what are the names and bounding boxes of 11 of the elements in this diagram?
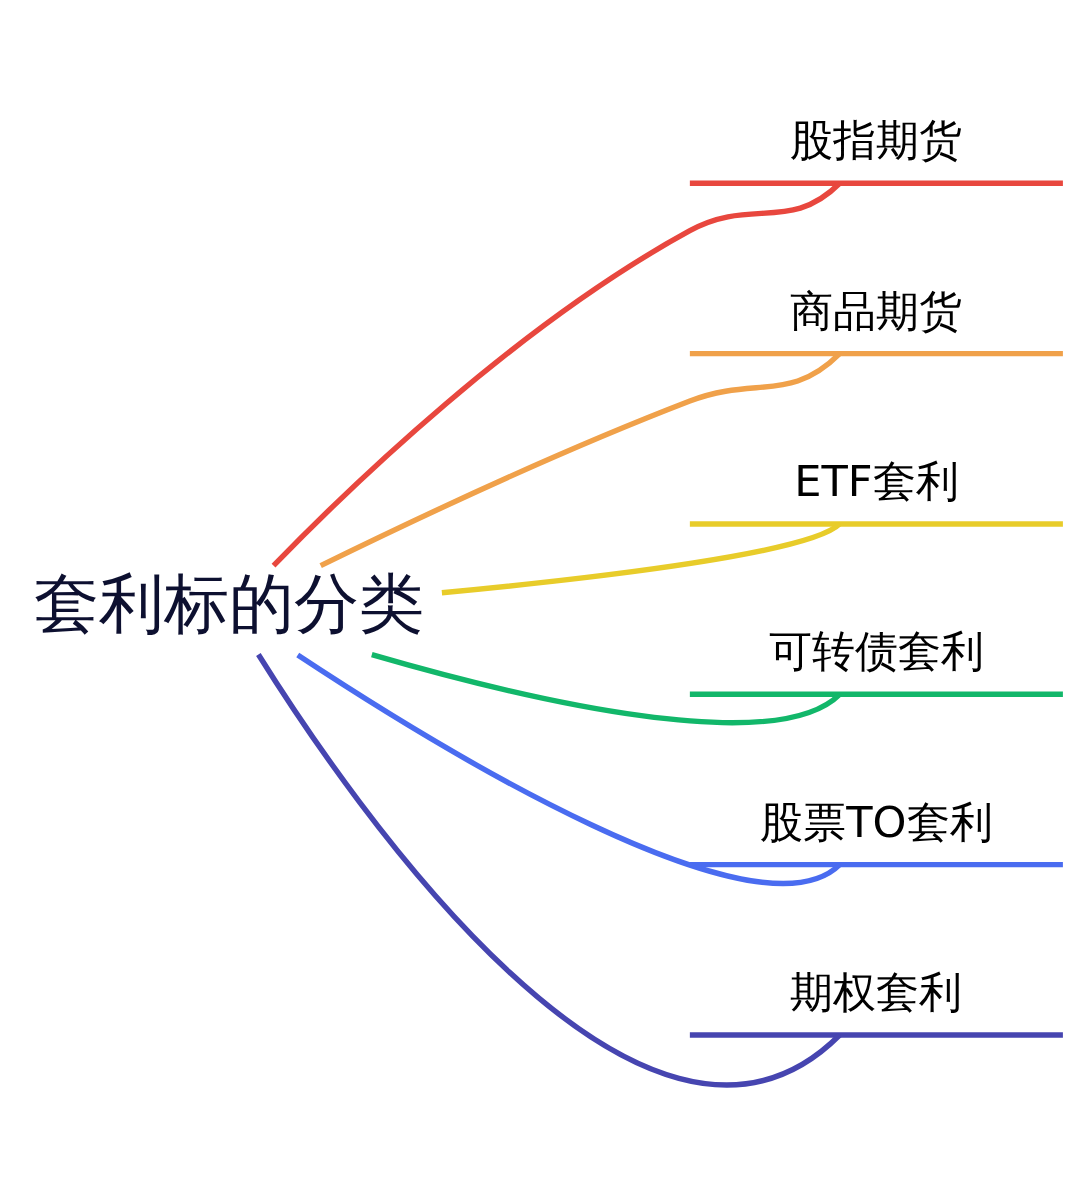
connector bbox=[319, 351, 842, 569]
connector bbox=[371, 652, 842, 726]
node-text: 可转债套利 bbox=[768, 626, 984, 677]
node-text: 期权套利 bbox=[790, 966, 963, 1017]
connector bbox=[296, 652, 842, 887]
node-text: 商品期货 bbox=[790, 285, 963, 336]
connector bbox=[271, 181, 842, 568]
node-text: 股指期货 bbox=[790, 115, 963, 166]
node-text: 股票TO套利 bbox=[760, 796, 993, 847]
node-text: ETF套利 bbox=[794, 455, 959, 506]
node-text: 套利标的分类 bbox=[34, 568, 425, 641]
